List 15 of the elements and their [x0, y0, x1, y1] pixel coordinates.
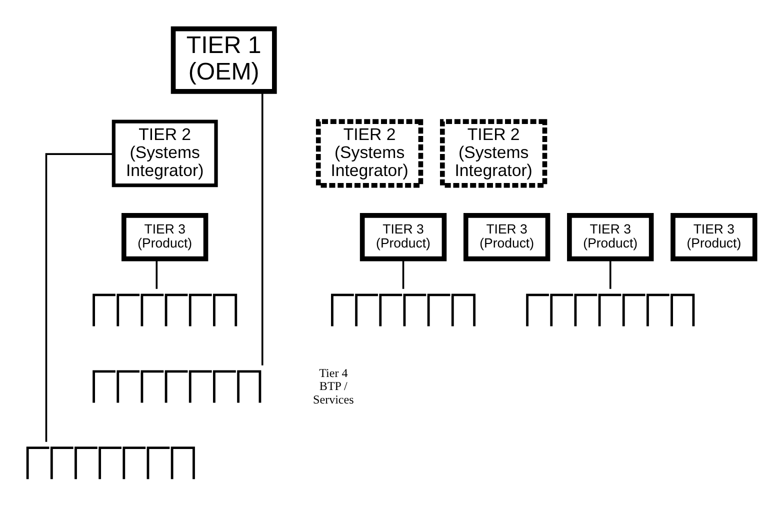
connector [402, 258, 404, 288]
node-box: TIER 3 (Product) [567, 212, 654, 261]
node-box: TIER 3 (Product) [122, 212, 208, 261]
node-box: TIER 2 (Systems Integrator) [440, 118, 548, 188]
connector [609, 258, 612, 288]
node-box: TIER 2 (Systems Integrator) [112, 119, 218, 187]
node-box: TIER 3 (Product) [463, 212, 550, 261]
node-box: TIER 3 (Product) [670, 212, 758, 261]
connector [261, 91, 264, 365]
connector [156, 258, 158, 288]
node-box: TIER 3 (Product) [360, 212, 447, 261]
node-box: TIER 2 (Systems Integrator) [316, 118, 424, 188]
connector [45, 152, 114, 442]
node-box: TIER 1 (OEM) [170, 26, 277, 94]
label: Tier 4 BTP / Services [313, 365, 354, 406]
